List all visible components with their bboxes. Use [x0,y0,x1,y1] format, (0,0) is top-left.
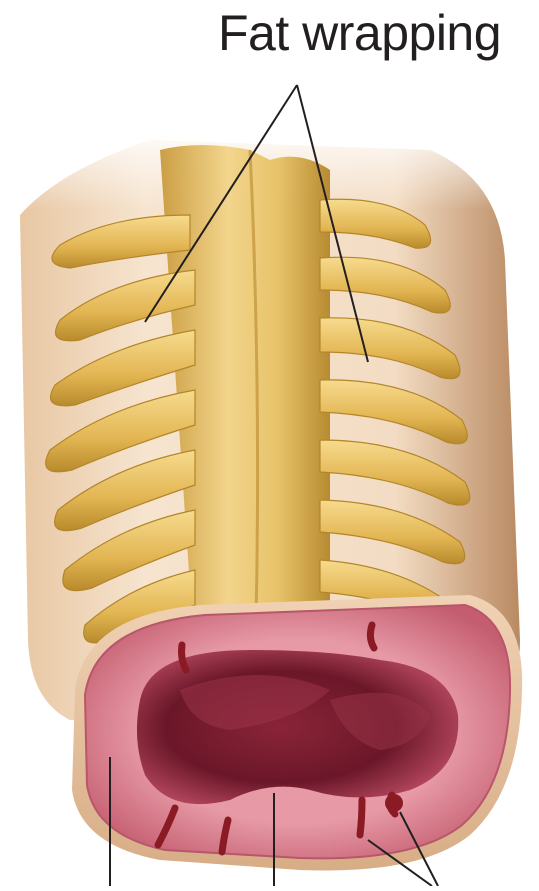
fat-wrapping-label: Fat wrapping [218,4,501,62]
